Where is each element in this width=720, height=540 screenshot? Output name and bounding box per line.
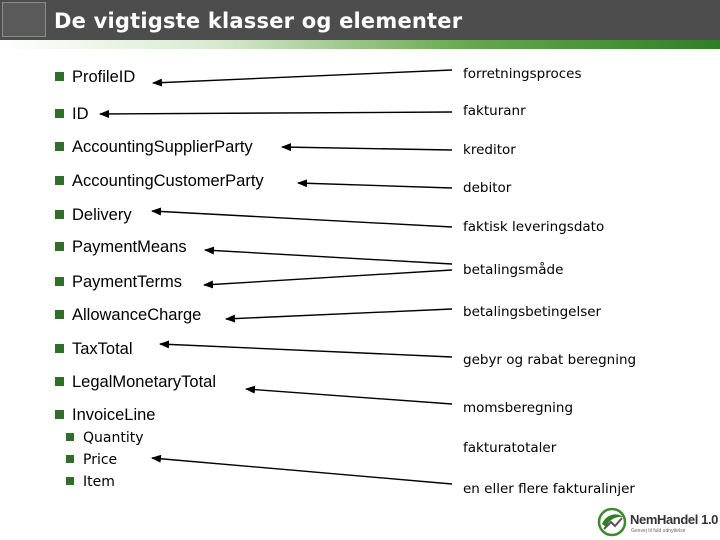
arrow-taxtotal xyxy=(159,340,453,358)
arrow-delivery xyxy=(151,207,453,228)
bullet-icon xyxy=(66,477,74,485)
class-item-taxtotal: TaxTotal xyxy=(55,340,133,359)
arrow-allowancecharge xyxy=(225,308,453,323)
bullet-icon xyxy=(55,176,64,185)
bullet-icon xyxy=(55,109,64,118)
term-gebyr-og-rabat: gebyr og rabat beregning xyxy=(463,352,637,368)
class-label: Delivery xyxy=(72,206,132,224)
bullet-icon xyxy=(55,377,64,386)
arrow-accountingcustomerparty xyxy=(297,179,453,189)
bullet-icon xyxy=(55,210,64,219)
term-fakturalinjer: en eller flere fakturalinjer xyxy=(463,481,635,497)
arrow-legalmonetarytotal xyxy=(245,385,453,405)
bullet-icon xyxy=(55,310,64,319)
nemhandel-logo-icon xyxy=(597,507,627,537)
class-item-accountingsupplierparty: AccountingSupplierParty xyxy=(55,138,253,157)
class-item-profileid: ProfileID xyxy=(55,68,135,87)
class-label: InvoiceLine xyxy=(72,406,156,424)
class-item-legalmonetarytotal: LegalMonetaryTotal xyxy=(55,373,216,392)
invoiceline-child-item: Item xyxy=(66,474,115,490)
term-debitor: debitor xyxy=(463,180,512,196)
arrow-paymentmeans xyxy=(204,246,453,265)
term-betalingsmaade: betalingsmåde xyxy=(463,262,564,278)
arrow-paymentterms xyxy=(203,269,453,289)
invoiceline-child-price: Price xyxy=(66,452,117,468)
slide-title: De vigtigste klasser og elementer xyxy=(54,9,463,33)
accent-bar xyxy=(0,40,720,49)
class-label: ID xyxy=(72,105,89,123)
term-fakturatotaler: fakturatotaler xyxy=(463,440,557,456)
bullet-icon xyxy=(55,344,64,353)
term-momsberegning: momsberegning xyxy=(463,400,574,416)
logo-tagline: Genvej til fuld udnyttelse xyxy=(631,528,686,534)
class-label: PaymentTerms xyxy=(72,273,183,291)
bullet-icon xyxy=(55,242,64,251)
class-label: AccountingSupplierParty xyxy=(72,138,253,156)
logo-wordmark: NemHandel 1.0 xyxy=(630,512,719,527)
child-label: Quantity xyxy=(83,430,144,446)
class-item-delivery: Delivery xyxy=(55,206,132,225)
class-label: AllowanceCharge xyxy=(72,306,202,324)
bullet-icon xyxy=(55,142,64,151)
term-fakturanr: fakturanr xyxy=(463,103,526,119)
class-item-paymentmeans: PaymentMeans xyxy=(55,238,187,257)
class-label: ProfileID xyxy=(72,68,136,86)
nemhandel-logo: NemHandel 1.0 Genvej til fuld udnyttelse xyxy=(597,505,719,539)
class-item-invoiceline: InvoiceLine xyxy=(55,406,155,425)
class-label: PaymentMeans xyxy=(72,238,187,256)
class-label: LegalMonetaryTotal xyxy=(72,373,217,391)
child-label: Price xyxy=(83,452,118,468)
class-item-paymentterms: PaymentTerms xyxy=(55,273,182,292)
invoiceline-child-quantity: Quantity xyxy=(66,430,144,446)
title-bar-box xyxy=(2,2,46,37)
bullet-icon xyxy=(66,433,74,441)
class-label: AccountingCustomerParty xyxy=(72,172,264,190)
child-label: Item xyxy=(83,474,115,490)
arrow-id xyxy=(99,109,453,118)
bullet-icon xyxy=(55,410,64,419)
class-item-accountingcustomerparty: AccountingCustomerParty xyxy=(55,172,264,191)
class-item-id: ID xyxy=(55,105,89,124)
bullet-icon xyxy=(55,277,64,286)
bullet-icon xyxy=(55,72,64,81)
class-item-allowancecharge: AllowanceCharge xyxy=(55,306,201,325)
term-faktisk-leveringsdato: faktisk leveringsdato xyxy=(463,219,605,235)
term-forretningsproces: forretningsproces xyxy=(463,66,582,82)
term-betalingsbetingelser: betalingsbetingelser xyxy=(463,304,602,320)
bullet-icon xyxy=(66,455,74,463)
arrow-invoiceline xyxy=(151,454,453,485)
arrow-accountingsupplierparty xyxy=(281,143,453,152)
arrow-profileid xyxy=(152,69,453,87)
class-label: TaxTotal xyxy=(72,340,133,358)
title-bar: De vigtigste klasser og elementer xyxy=(0,0,720,40)
term-kreditor: kreditor xyxy=(463,142,516,158)
